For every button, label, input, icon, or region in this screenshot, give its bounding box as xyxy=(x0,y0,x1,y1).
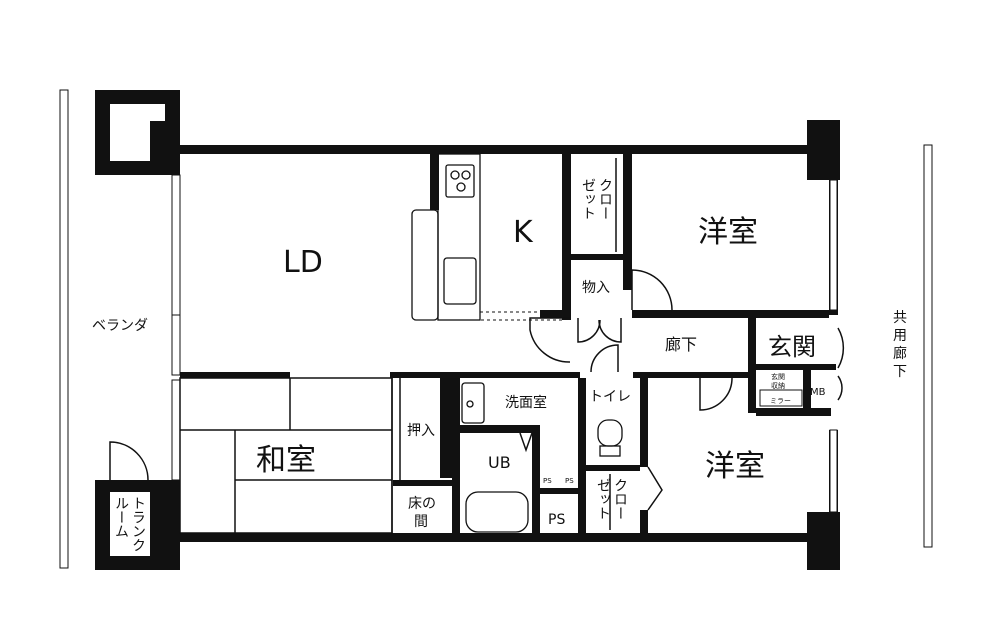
outside-storage-top xyxy=(95,90,180,175)
tokonoma-label-1: 床の xyxy=(408,496,436,512)
mirror-label: ミラー xyxy=(770,397,791,405)
storage-label: 物入 xyxy=(582,280,610,296)
corridor-windows xyxy=(829,179,838,513)
door-swings xyxy=(529,269,845,511)
kitchen-counter xyxy=(411,153,563,321)
exterior-walls xyxy=(165,120,840,570)
bathroom-label: UB xyxy=(488,453,511,472)
hallway-label: 廊下 xyxy=(665,335,697,354)
trunk-room-label-2: ルーム xyxy=(113,496,129,538)
pipe-space-2-label: PS xyxy=(565,477,574,485)
room-western-bottom-label: 洋室 xyxy=(705,449,765,484)
toilet-label: トイレ xyxy=(589,389,631,405)
closet-details xyxy=(609,158,803,530)
entrance-label: 玄関 xyxy=(768,333,816,361)
common-corridor-label-3: 廊 xyxy=(893,345,907,362)
common-corridor-label-4: 下 xyxy=(893,364,907,380)
veranda-windows xyxy=(171,174,181,481)
closet-top-label-1: クロー xyxy=(597,178,613,220)
entrance-storage-label-2: 収納 xyxy=(771,381,785,390)
room-kitchen-label: K xyxy=(513,215,534,250)
entrance-storage-label-1: 玄関 xyxy=(771,372,785,381)
room-japanese-label: 和室 xyxy=(256,443,316,478)
pipe-space-label: PS xyxy=(548,512,565,528)
closet-bottom-label-2: ゼット xyxy=(595,478,611,520)
washroom-label: 洗面室 xyxy=(505,394,547,411)
veranda-railing xyxy=(59,89,69,569)
common-corridor-railing xyxy=(923,144,933,548)
closet-top-label-2: ゼット xyxy=(580,178,596,220)
meter-box-label: MB xyxy=(810,387,826,398)
closet-bottom-label-1: クロー xyxy=(612,478,628,520)
trunk-room xyxy=(95,441,180,570)
bath-fixtures xyxy=(461,382,623,533)
common-corridor-label-1: 共 xyxy=(893,310,907,326)
trunk-room-label-1: トランク xyxy=(130,496,146,552)
pipe-space-1-label: PS xyxy=(543,477,552,485)
room-ld-label: LD xyxy=(283,245,323,280)
tatami-lines xyxy=(179,377,401,534)
tokonoma-label-2: 間 xyxy=(414,514,428,530)
common-corridor-label-2: 用 xyxy=(893,328,907,344)
oshiire-label: 押入 xyxy=(407,423,435,439)
veranda-label: ベランダ xyxy=(92,318,148,334)
interior-walls xyxy=(180,154,836,542)
room-western-top-label: 洋室 xyxy=(698,215,758,250)
